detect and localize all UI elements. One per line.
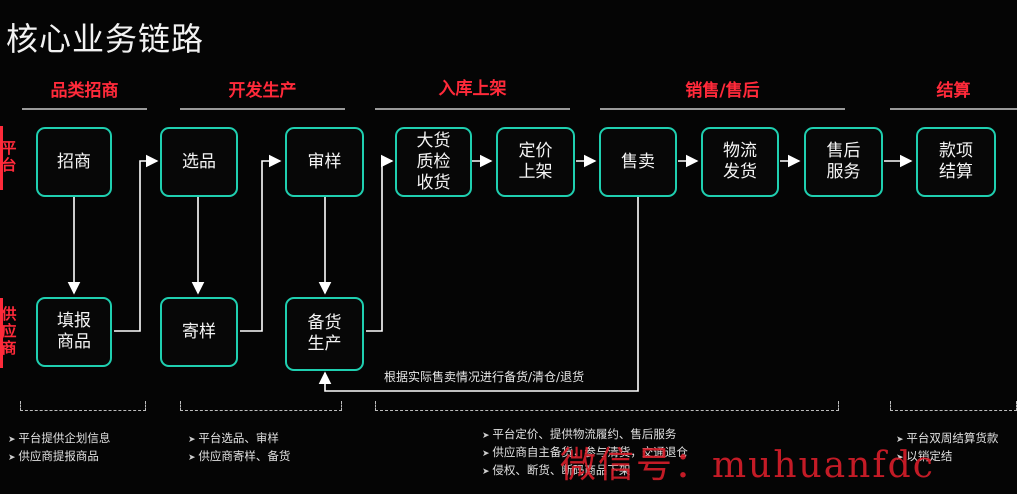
bracket-col3: [375, 401, 839, 411]
notes-col4: 平台双周结算货款 以销定结: [896, 430, 998, 466]
note-item: 平台双周结算货款: [896, 430, 998, 448]
node-after-sales: 售后 服务: [804, 127, 883, 197]
notes-col3: 平台定价、提供物流履约、售后服务 供应商自主备货，参与清货，交通退仓 侵权、断货…: [482, 426, 688, 480]
node-logistics: 物流 发货: [701, 127, 779, 197]
stage-divider: [600, 108, 845, 110]
note-item: 平台选品、审样: [188, 430, 290, 448]
watermark-text: 微信号：muhuanfdc: [560, 445, 935, 486]
lane-bar-platform: [0, 126, 3, 190]
stage-divider: [890, 108, 1017, 110]
stage-divider: [375, 108, 570, 110]
notes-col1: 平台提供企划信息 供应商提报商品: [8, 430, 110, 466]
node-select-products: 选品: [160, 127, 238, 197]
stage-warehousing: 入库上架: [438, 79, 507, 99]
stage-divider: [180, 108, 345, 110]
notes-col2: 平台选品、审样 供应商寄样、备货: [188, 430, 290, 466]
stage-development: 开发生产: [228, 81, 297, 101]
lane-bar-supplier: [0, 298, 3, 368]
bracket-col2: [180, 401, 342, 411]
node-bulk-inspection: 大货 质检 收货: [395, 127, 472, 197]
bracket-col4: [890, 401, 1017, 411]
node-submit-products: 填报 商品: [36, 297, 112, 367]
note-item: 以销定结: [896, 448, 998, 466]
note-item: 平台定价、提供物流履约、售后服务: [482, 426, 688, 444]
bracket-col1: [20, 401, 146, 411]
stage-sales: 销售/售后: [685, 81, 760, 101]
stage-divider: [22, 108, 147, 110]
node-recruit: 招商: [36, 127, 112, 197]
node-pricing-listing: 定价 上架: [496, 127, 575, 197]
note-item: 供应商寄样、备货: [188, 448, 290, 466]
node-stock-production: 备货 生产: [285, 297, 364, 371]
stage-category-recruit: 品类招商: [50, 81, 119, 101]
stage-settlement: 结算: [936, 81, 971, 101]
node-settlement: 款项 结算: [916, 127, 996, 197]
node-review-samples: 审样: [285, 127, 364, 197]
node-send-samples: 寄样: [160, 297, 238, 367]
feedback-label: 根据实际售卖情况进行备货/清仓/退货: [384, 370, 585, 384]
lane-label-supplier: 供应商: [1, 305, 17, 357]
note-item: 侵权、断货、断码商品下架: [482, 462, 688, 480]
note-item: 供应商自主备货，参与清货，交通退仓: [482, 444, 688, 462]
lane-label-platform: 平台: [1, 139, 17, 174]
page-title: 核心业务链路: [6, 20, 205, 58]
note-item: 平台提供企划信息: [8, 430, 110, 448]
node-selling: 售卖: [599, 127, 677, 197]
note-item: 供应商提报商品: [8, 448, 110, 466]
